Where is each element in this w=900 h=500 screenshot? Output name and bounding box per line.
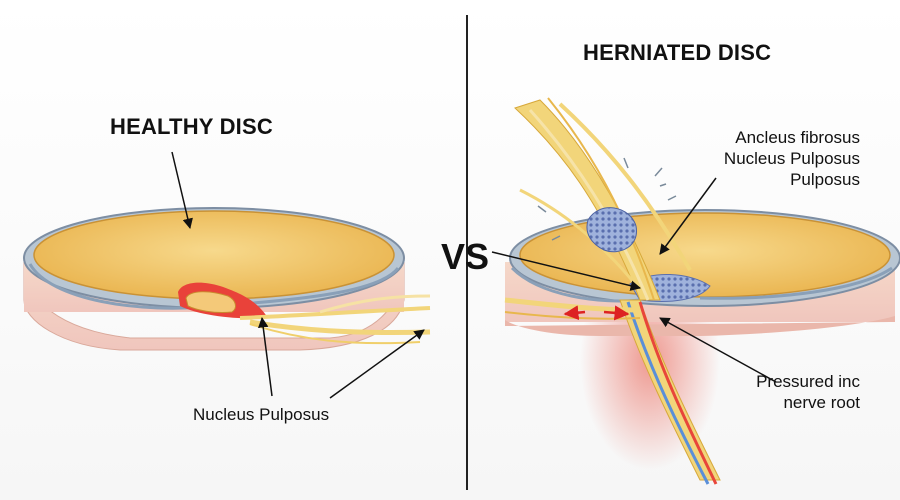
arrow-to-nucleus (257, 316, 273, 397)
healthy-disc (23, 207, 431, 351)
herniated-disc (504, 97, 900, 485)
vs-label: VS (441, 236, 490, 277)
nerve-root-label: nerve root (783, 393, 860, 412)
arrow-to-nerve-root (659, 317, 777, 383)
nucleus-pulposus-label: Nucleus Pulposus (193, 405, 330, 424)
nucleus-pulposus-label-2: Nucleus Pulposus (723, 149, 860, 168)
pressure-labels: Pressured inc nerve root (700, 371, 860, 413)
arrow-to-nerve (329, 329, 425, 399)
arrow-to-disc (171, 151, 193, 230)
pulposus-label: Pulposus (790, 170, 860, 189)
herniated-disc-title: HERNIATED DISC (583, 40, 772, 65)
arrow-vs-to-herniation (491, 251, 642, 291)
annulus-fibrosus-label: Ancleus fibrosus (735, 128, 860, 147)
healthy-disc-title: HEALTHY DISC (110, 114, 273, 139)
arrow-to-fibrosus (659, 177, 717, 255)
herniated-labels: Ancleus fibrosus Nucleus Pulposus Pulpos… (640, 127, 860, 190)
pressured-label: Pressured inc (756, 372, 860, 391)
